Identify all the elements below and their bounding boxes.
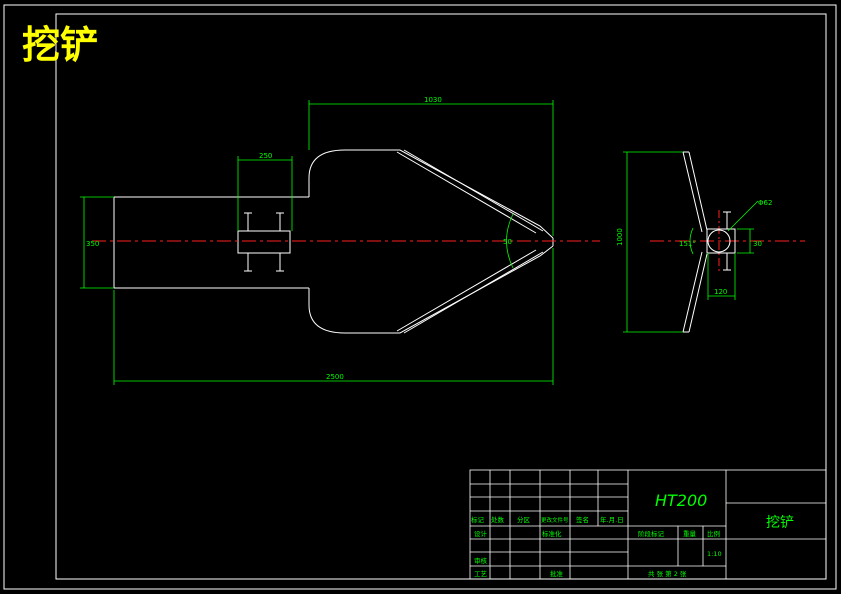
dim-total-length [113,248,554,385]
blade-lower-edge [308,245,554,334]
side-lower-wing [682,251,708,333]
socket-bolts-bottom [244,253,284,272]
side-upper-wing [682,151,708,233]
hdr-mark: 标记 [471,515,485,524]
title-block-frame [469,469,827,580]
blade-chamfer-upper [396,149,544,234]
revision-grid-cols [489,470,629,579]
dim-side-vertical-text: 30 [753,240,762,248]
dim-shank-height [80,196,114,289]
dim-side-angle-text: 151° [679,240,696,248]
front-view [113,149,554,334]
outer-border [3,4,837,590]
title-block [469,469,827,580]
label-scale: 比例 [707,529,720,538]
label-review: 审核 [474,556,488,565]
dim-hole-text: Φ62 [758,199,772,207]
label-standardize: 标准化 [542,529,562,538]
dim-side-height-text: 1000 [616,228,624,246]
dim-side-offset [707,253,736,300]
dim-side-angle-arc [689,227,694,255]
blade-chamfer-lower [396,249,544,334]
dim-socket-width [237,156,293,231]
dim-top-width [308,100,554,236]
hdr-zone: 分区 [517,515,531,524]
hdr-change-doc: 更改文件号 [541,516,569,524]
part-name-text: 挖铲 [766,515,794,531]
dim-shank-height-text: 350 [86,240,99,248]
sheet-title: 挖铲 [22,23,98,67]
label-process: 工艺 [474,570,488,578]
side-bolts [723,211,731,271]
front-dimensions [80,100,554,385]
label-stage: 阶段标记 [638,529,665,538]
inner-frame [55,13,827,580]
side-view [682,151,736,333]
label-design: 设计 [474,529,488,538]
shank-outline [113,196,309,289]
revision-grid-rows [470,483,628,567]
label-sheets: 共 张 第 2 张 [648,569,687,578]
side-dimensions [623,151,759,333]
socket-bolts-top [244,212,284,231]
dim-hole-leader [727,200,759,232]
dim-side-offset-text: 120 [714,288,727,296]
dim-socket-width-text: 250 [259,152,272,160]
hdr-sign: 签名 [576,515,589,524]
side-hole [707,229,731,253]
scale-value: 1:10 [707,550,722,558]
dim-angle-text: 50 [503,238,512,246]
dim-total-length-text: 2500 [326,373,344,381]
hdr-date: 年.月.日 [600,515,624,524]
hdr-count: 处数 [491,515,505,524]
material-text: HT200 [655,491,707,510]
middle-grid [628,525,726,567]
right-grid [725,470,826,579]
dim-side-height [623,151,683,333]
dim-angle-arc [506,213,514,269]
label-approve: 批准 [550,569,564,578]
socket-block [237,230,291,254]
dim-top-width-text: 1030 [424,96,442,104]
label-weight: 重量 [683,530,697,538]
dim-side-vertical [737,228,754,254]
side-hub [706,228,736,254]
blade-upper-edge [308,149,554,239]
side-wing-ends [683,151,689,333]
